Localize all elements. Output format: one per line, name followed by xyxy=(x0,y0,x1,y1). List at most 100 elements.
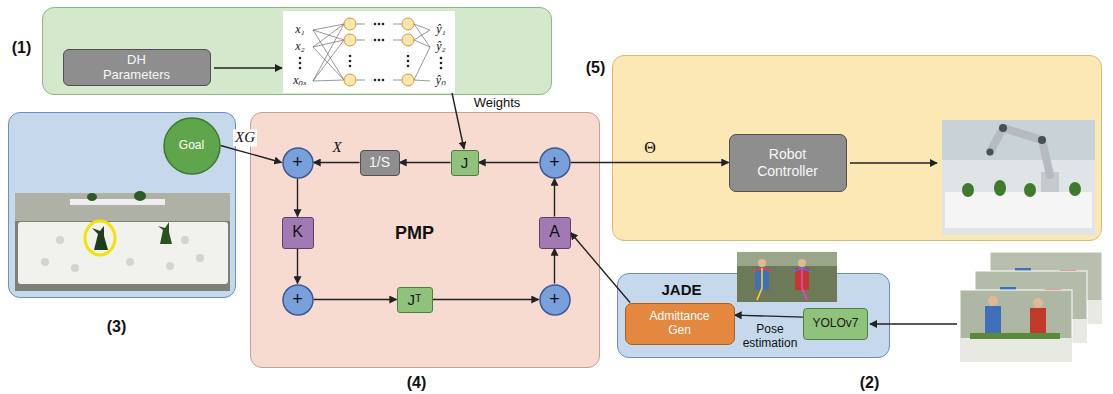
pose-photo xyxy=(737,252,837,302)
flow-arrow xyxy=(214,68,957,324)
robot-photo xyxy=(1038,136,1046,144)
pose-photo xyxy=(752,268,812,300)
goal-photo xyxy=(87,193,97,201)
robot-photo xyxy=(945,192,1092,228)
neural-network xyxy=(414,30,430,40)
neural-network xyxy=(299,57,302,60)
goal-photo xyxy=(56,236,64,244)
panel-heading: (1) xyxy=(12,38,32,56)
video-frames xyxy=(960,252,1102,362)
robot-photo xyxy=(994,180,1006,196)
neural-network xyxy=(313,24,430,81)
goal-photo xyxy=(134,191,146,201)
neural-network xyxy=(440,67,443,70)
panel-heading: (4) xyxy=(407,373,427,391)
neural-network xyxy=(299,62,302,65)
panel-heading: (5) xyxy=(586,58,606,76)
neural-network xyxy=(374,79,377,82)
flow-arrow xyxy=(870,323,957,324)
network-io-label: xₙₓ xyxy=(293,74,307,88)
jacobian-box: Jᵀ xyxy=(397,287,433,313)
robot-photo xyxy=(1024,183,1036,197)
circle-outline xyxy=(283,148,313,178)
circle-outline xyxy=(283,285,313,315)
robot-photo xyxy=(987,124,1047,156)
connector-arrow xyxy=(571,233,631,303)
edge-label: X xyxy=(332,139,341,156)
neural-network xyxy=(402,34,414,46)
neural-network xyxy=(414,24,430,47)
gain-box: K xyxy=(282,217,314,249)
robot-photo xyxy=(962,183,974,197)
video-frames xyxy=(988,296,998,306)
robot-photo xyxy=(1069,182,1081,196)
connector-arrow xyxy=(735,315,804,317)
neural-network xyxy=(344,18,356,30)
goal-photo xyxy=(15,191,230,291)
goal-photo xyxy=(71,264,79,272)
neural-network xyxy=(344,18,414,86)
video-frames xyxy=(985,306,1001,336)
robot-photo xyxy=(962,180,1081,197)
neural-network xyxy=(283,11,455,93)
network-io-label: ŷ₁ xyxy=(436,23,446,37)
neural-network xyxy=(393,80,402,81)
neural-network xyxy=(313,80,344,81)
neural-network xyxy=(356,80,365,81)
process-box: Admittance Gen xyxy=(625,303,735,345)
neural-network xyxy=(382,23,385,26)
jacobian-box: J xyxy=(451,150,479,176)
neural-network xyxy=(313,24,344,47)
neural-network xyxy=(374,39,377,42)
edge-label: XG xyxy=(233,129,257,146)
video-frames xyxy=(960,290,1072,362)
node-label: YOLOv7 xyxy=(812,317,858,331)
connector-arrow xyxy=(314,299,397,300)
pose-photo xyxy=(798,259,806,267)
connector-arrow xyxy=(479,162,539,163)
neural-network xyxy=(283,11,455,93)
network-io-label: ŷ₂ xyxy=(436,40,446,54)
sum-junction: + xyxy=(282,147,314,179)
node-label: + xyxy=(292,152,303,173)
video-frames xyxy=(1030,308,1046,336)
connector-arrow xyxy=(571,162,729,163)
node-label: + xyxy=(292,289,303,310)
neural-network xyxy=(393,24,402,25)
module-panel: +1/SJ+K+Jᵀ+APMP(4) xyxy=(250,112,600,368)
goal-photo xyxy=(126,258,134,266)
neural-network xyxy=(349,65,352,68)
neural-network xyxy=(344,34,356,46)
node-label: Jᵀ xyxy=(408,291,422,308)
node-label: A xyxy=(549,223,560,241)
video-frames xyxy=(1033,298,1043,308)
sum-junction: + xyxy=(539,147,571,179)
panel-heading: JADE xyxy=(661,281,701,298)
neural-network xyxy=(407,60,410,63)
robot-photo xyxy=(942,120,1095,235)
robot-photo xyxy=(987,149,994,156)
circle-outline xyxy=(540,148,570,178)
connector-arrow xyxy=(297,179,298,217)
pose-photo xyxy=(737,252,837,302)
neural-network xyxy=(440,57,443,60)
goal-photo xyxy=(92,226,108,250)
pose-photo xyxy=(757,268,762,300)
edge-label: Pose estimation xyxy=(738,323,802,351)
goal-photo xyxy=(166,262,174,270)
network-io-label: x₁ xyxy=(295,23,305,37)
neural-network xyxy=(313,30,344,40)
goal-photo xyxy=(158,222,172,244)
neural-network xyxy=(378,23,381,26)
goal-photo xyxy=(41,258,49,266)
neural-network xyxy=(349,60,352,63)
node-label: DH Parameters xyxy=(97,53,177,83)
connector-arrow xyxy=(400,162,451,163)
goal-photo xyxy=(15,193,230,291)
node-label: 1/S xyxy=(369,154,390,170)
panel-heading: PMP xyxy=(395,222,434,243)
panel-heading: (3) xyxy=(107,317,127,335)
pose-photo xyxy=(802,268,807,300)
neural-network xyxy=(344,74,356,86)
